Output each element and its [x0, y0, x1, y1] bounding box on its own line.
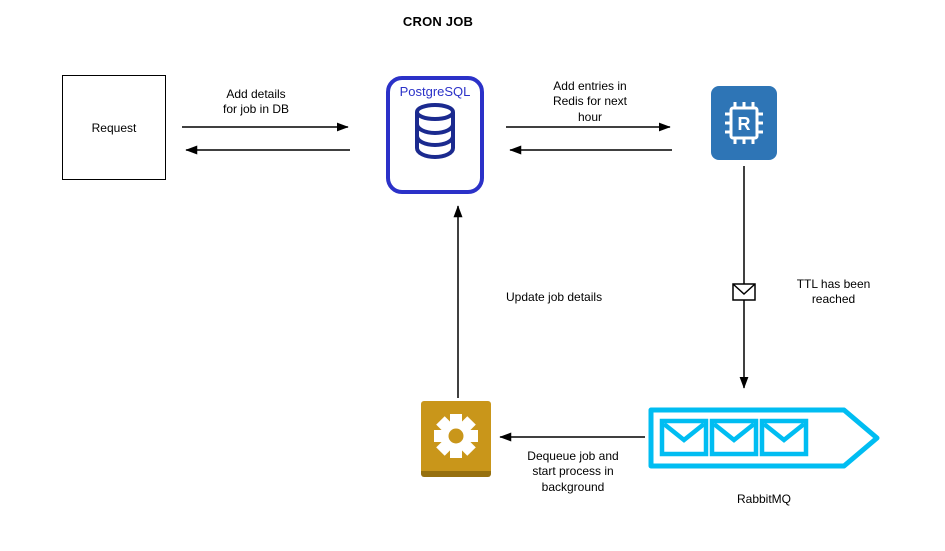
database-icon	[415, 103, 455, 159]
rabbitmq-queue-icon	[648, 407, 880, 469]
edge-label-update-job: Update job details	[506, 290, 603, 304]
envelope-icon	[732, 283, 756, 301]
node-worker	[421, 401, 491, 477]
edge-label-request-to-postgres: Add details for job in DB	[222, 87, 290, 117]
postgresql-label: PostgreSQL	[399, 84, 471, 99]
edge-label-dequeue: Dequeue job and start process in backgro…	[527, 449, 619, 494]
envelope-icon	[659, 418, 709, 457]
redis-chip-icon: R	[725, 102, 763, 144]
request-label: Request	[91, 120, 137, 135]
envelope-icon	[759, 418, 809, 457]
gear-icon	[434, 414, 478, 458]
edge-label-ttl: TTL has been reached	[796, 277, 871, 307]
edge-label-postgres-to-redis: Add entries in Redis for next hour	[552, 79, 628, 124]
node-postgresql: PostgreSQL	[386, 76, 484, 194]
envelope-icon	[709, 418, 759, 457]
diagram-title: CRON JOB	[402, 14, 474, 29]
node-request: Request	[62, 75, 166, 180]
node-redis: R	[711, 86, 777, 160]
redis-letter: R	[738, 114, 751, 134]
rabbitmq-label: RabbitMQ	[736, 492, 792, 506]
node-rabbitmq	[648, 407, 880, 469]
